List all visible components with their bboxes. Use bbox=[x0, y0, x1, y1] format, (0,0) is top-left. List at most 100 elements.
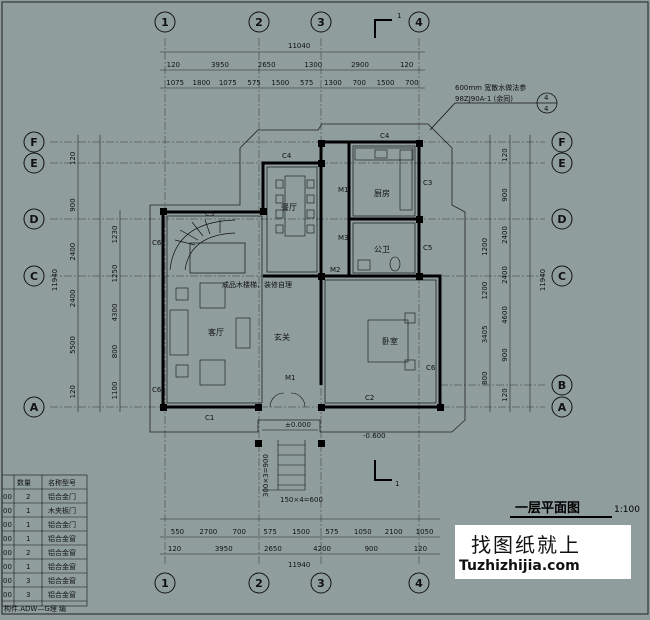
right-dim-row1-5: 900 bbox=[501, 348, 509, 361]
axis-bottom-1: 1 bbox=[161, 577, 169, 590]
room-dining: 餐厅 bbox=[281, 203, 297, 212]
legend-row-0-id: 00 bbox=[3, 493, 12, 501]
legend-row-2-qty: 1 bbox=[26, 521, 30, 529]
window-c2: C2 bbox=[365, 394, 374, 402]
right-dim-row2-1: 1200 bbox=[481, 282, 489, 300]
legend-row-1-qty: 1 bbox=[26, 507, 30, 515]
legend-row-0-name: 铝合金门 bbox=[48, 492, 76, 501]
axis-left-E: E bbox=[30, 157, 38, 170]
left-dim-row2-1: 1250 bbox=[111, 265, 119, 283]
axis-left-C: C bbox=[30, 270, 38, 283]
left-dim-row1-0: 120 bbox=[69, 152, 77, 165]
door-m1-kitchen: M1 bbox=[338, 186, 349, 194]
top-dim-row2-6: 1300 bbox=[324, 79, 342, 87]
legend-row-6-name: 铝合金窗 bbox=[48, 576, 76, 585]
room-toilet: 公卫 bbox=[374, 245, 390, 254]
bottom-dim-row2-6: 1050 bbox=[354, 528, 372, 536]
bottom-dim-row1-2: 2650 bbox=[264, 545, 282, 553]
bottom-dim-row2-0: 550 bbox=[171, 528, 184, 536]
legend-header-qty: 数量 bbox=[17, 478, 31, 487]
bottom-dim-row2-7: 2100 bbox=[385, 528, 403, 536]
window-c4-kitchen: C4 bbox=[380, 132, 390, 140]
legend-row-4-name: 铝合金窗 bbox=[48, 548, 76, 557]
axis-left-F: F bbox=[30, 136, 38, 149]
left-dim-row2-3: 800 bbox=[111, 345, 119, 358]
window-c1: C1 bbox=[205, 414, 214, 422]
window-c5-toilet: C5 bbox=[423, 244, 432, 252]
stair-note: 成品木楼梯，装修自理 bbox=[222, 280, 292, 289]
note-line1: 600mm 宽散水做法参 bbox=[455, 83, 526, 92]
axis-right-B: B bbox=[558, 379, 566, 392]
legend-row-4-id: 00 bbox=[3, 549, 12, 557]
room-bedroom: 卧室 bbox=[382, 336, 398, 346]
legend-row-5-qty: 1 bbox=[26, 563, 30, 571]
legend-row-0-qty: 2 bbox=[26, 493, 30, 501]
left-dim-row1-4: 5500 bbox=[69, 336, 77, 354]
top-dim-row2-5: 575 bbox=[300, 79, 313, 87]
door-m3-toilet: M3 bbox=[338, 234, 349, 242]
legend-row-2-id: 00 bbox=[3, 521, 12, 529]
step-dim-1: 300×3=900 bbox=[262, 454, 270, 497]
top-dim-row1-5: 120 bbox=[400, 61, 413, 69]
left-dim-row1-2: 2400 bbox=[69, 243, 77, 261]
right-dim-row2-3: 800 bbox=[481, 371, 489, 384]
bottom-dim-row1-5: 120 bbox=[414, 545, 427, 553]
window-c6-living: C6 bbox=[152, 386, 162, 394]
room-foyer: 玄关 bbox=[274, 332, 290, 342]
window-c3-stair: C3 bbox=[205, 210, 214, 218]
legend-row-6-id: 00 bbox=[3, 577, 12, 585]
top-dim-row2-7: 700 bbox=[353, 79, 366, 87]
legend-row-5-name: 铝合金窗 bbox=[48, 562, 76, 571]
right-dim-row1-1: 900 bbox=[501, 188, 509, 201]
left-dim-row1-1: 900 bbox=[69, 198, 77, 211]
bottom-dim-row2-4: 1500 bbox=[292, 528, 310, 536]
legend-header-name: 名称型号 bbox=[48, 478, 76, 487]
section-mark-bottom: 1 bbox=[395, 480, 399, 488]
watermark: 找图纸就上 Tuzhizhijia.com bbox=[455, 525, 631, 579]
legend-row-3-qty: 1 bbox=[26, 535, 30, 543]
bottom-overall-dim: 11940 bbox=[288, 561, 310, 569]
legend-row-7-qty: 3 bbox=[26, 591, 30, 599]
top-dim-row2-1: 1800 bbox=[193, 79, 211, 87]
ref-den: 4 bbox=[544, 105, 549, 113]
elevation-ground: -0.600 bbox=[363, 432, 386, 440]
watermark-cn: 找图纸就上 bbox=[471, 533, 581, 557]
axis-right-A: A bbox=[558, 401, 567, 414]
legend-row-4-qty: 2 bbox=[26, 549, 30, 557]
top-dim-row2-9: 700 bbox=[405, 79, 418, 87]
axis-top-4: 4 bbox=[415, 16, 423, 29]
right-dim-row1-6: 120 bbox=[501, 388, 509, 401]
elevation-floor: ±0.000 bbox=[285, 421, 311, 429]
right-dim-row2-2: 3405 bbox=[481, 325, 489, 343]
legend-row-2-name: 铝合金门 bbox=[48, 520, 76, 529]
ref-num: 4 bbox=[544, 94, 549, 102]
axis-top-3: 3 bbox=[317, 16, 325, 29]
axis-left-A: A bbox=[30, 401, 39, 414]
bottom-dim-row1-0: 120 bbox=[168, 545, 181, 553]
window-c4-dining: C4 bbox=[282, 152, 292, 160]
right-dim-row1-2: 2400 bbox=[501, 226, 509, 244]
right-overall-dim: 11940 bbox=[539, 269, 547, 291]
bottom-dim-row2-3: 575 bbox=[263, 528, 276, 536]
top-overall-dim: 11040 bbox=[288, 42, 310, 50]
legend-row-3-id: 00 bbox=[3, 535, 12, 543]
top-dim-row1-1: 3950 bbox=[211, 61, 229, 69]
bottom-dim-row2-5: 575 bbox=[325, 528, 338, 536]
axis-right-C: C bbox=[558, 270, 566, 283]
drawing-scale: 1:100 bbox=[614, 505, 640, 515]
axis-right-D: D bbox=[557, 213, 566, 226]
bottom-dim-row2-2: 700 bbox=[233, 528, 246, 536]
window-c3-kitchen: C3 bbox=[423, 179, 432, 187]
axis-bottom-3: 3 bbox=[317, 577, 325, 590]
right-dim-row1-0: 120 bbox=[501, 148, 509, 161]
top-dim-row1-4: 2900 bbox=[351, 61, 369, 69]
left-dim-row2-2: 4300 bbox=[111, 304, 119, 322]
left-dim-row2-0: 1230 bbox=[111, 226, 119, 244]
bottom-dim-row2-8: 1050 bbox=[416, 528, 434, 536]
room-living: 客厅 bbox=[208, 327, 224, 337]
legend-row-5-id: 00 bbox=[3, 563, 12, 571]
watermark-en: Tuzhizhijia.com bbox=[459, 558, 580, 574]
left-overall-dim: 11940 bbox=[51, 269, 59, 291]
note-line2: 98ZJ90A-1 (余同) bbox=[455, 94, 513, 103]
window-c6-stair: C6 bbox=[152, 239, 162, 247]
